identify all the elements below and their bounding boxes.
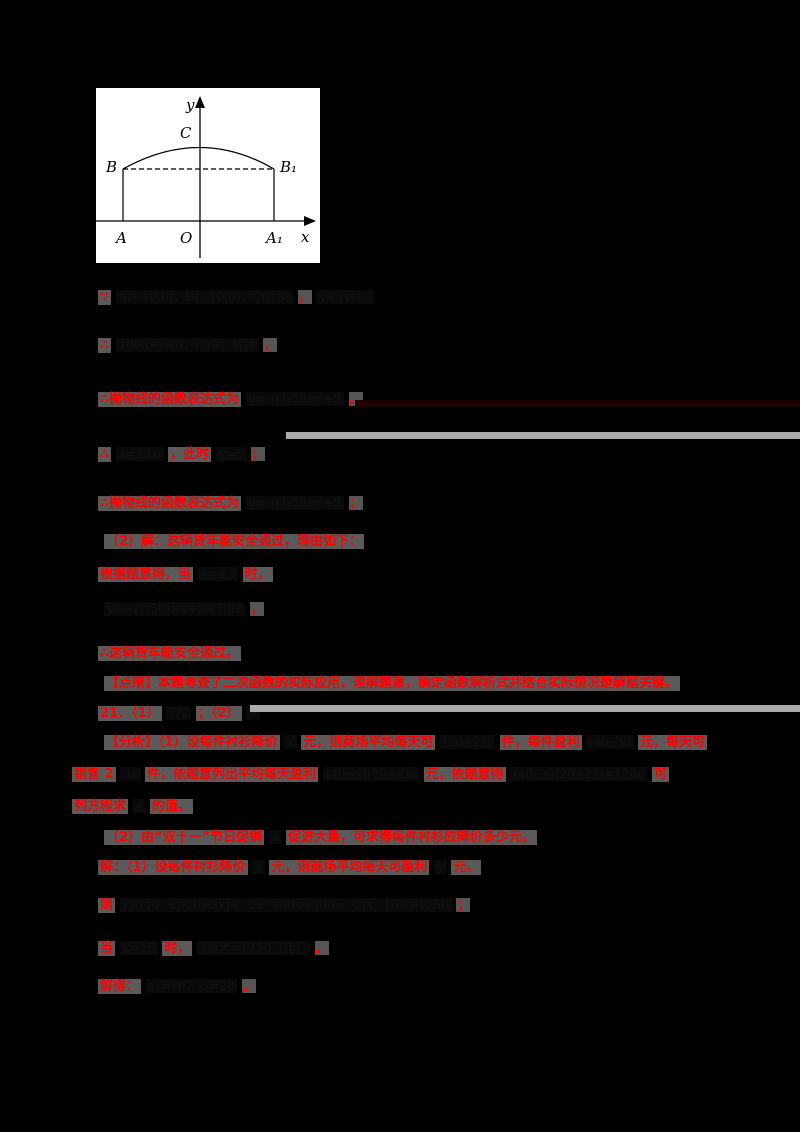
formula: 7/2 xyxy=(166,706,192,720)
formula: (40−x)(20+2x) xyxy=(322,767,420,781)
text: ，此时 xyxy=(168,447,212,462)
formula: y xyxy=(433,860,447,874)
solution-21-line-2: 则 y=(40−x)(20+2x)=−2x²+60x+800=−2(x−15)²… xyxy=(98,894,471,916)
analysis-line-1: 【分析】（1）设每件衬衫降价 x 元，则商场平均每天可 (20+2x) 件，每件… xyxy=(104,731,708,753)
answer-21: 21．（1） 7/2 ；（2） 5 xyxy=(98,702,260,724)
text: ∴ xyxy=(98,338,112,353)
punct: ； xyxy=(250,447,265,461)
solution-line-3: ∴抛物线的函数表达式为 y=−(1/50)x²+8 。 xyxy=(98,388,363,410)
punct: ； xyxy=(348,496,363,510)
text: 元，依题意得 xyxy=(423,767,506,782)
text: 解：（1）设每件衬衫降价 xyxy=(98,860,248,875)
punct: 。 xyxy=(314,941,329,955)
text: 元，则商场平均每天可盈利 xyxy=(269,860,430,875)
svg-text:y: y xyxy=(185,96,195,114)
text: 元，则商场平均每天可 xyxy=(301,735,436,750)
formula: y=6 xyxy=(215,447,247,461)
solution-line-5: ∴抛物线的函数表达式为 y=−(1/50)x²+8 ； xyxy=(98,492,363,514)
svg-text:B: B xyxy=(105,158,117,176)
solution-line-8: y=−(1/50)×9+8=7.82 ， xyxy=(104,598,264,620)
analysis-line-4: （2）由“双十一”节日促销 x 促进大量，可求得每件衬衫应降价多少元。 xyxy=(104,826,537,848)
solution-21-line-4: 解得： x₁=10，x₂=20 。 xyxy=(98,975,256,997)
punct: ； xyxy=(456,898,471,912)
solution-line-2: ∴ 100a+c=6，c=8，解得 ， xyxy=(98,334,278,356)
formula: x=±3 xyxy=(197,567,239,581)
formula: y最大=1250（元） xyxy=(196,941,311,955)
parabola-arch-figure: y x C B B₁ A O A₁ xyxy=(96,88,320,263)
solution-line-4: ∴ x=±10 ，此时 y=6 ； xyxy=(98,443,265,465)
text: 时， xyxy=(162,941,193,956)
text: 元。 xyxy=(451,860,482,875)
analysis-line-2: 销售 2 2x 件，依题意列出平均每天盈利 (40−x)(20+2x) 元，依题… xyxy=(72,763,669,785)
divider xyxy=(286,432,800,439)
formula: x₁=10，x₂=20 xyxy=(145,979,238,993)
formula: y=−(1/50)x²+8 xyxy=(245,392,345,406)
svg-text:B₁: B₁ xyxy=(279,158,297,176)
text: ；（2） xyxy=(196,706,242,721)
text: 21．（1） xyxy=(98,706,162,721)
text: ∴这辆货车能安全通过。 xyxy=(98,646,242,661)
text: 解得： xyxy=(98,979,142,994)
text: 件，依题意列出平均每天盈利 xyxy=(145,767,319,782)
solution-line-6: （2）解：这辆货车能安全通过，理由如下： xyxy=(104,531,365,553)
text: 销售 2 xyxy=(72,767,116,782)
formula: y=−(1/50)×9+8=7.82 xyxy=(104,602,246,616)
text: （2）解：这辆货车能安全通过，理由如下： xyxy=(104,534,365,549)
formula: x xyxy=(268,830,282,844)
formula: x=±10 xyxy=(115,447,164,461)
formula: (40−x) xyxy=(586,735,634,749)
text: 列方程求 xyxy=(72,799,129,814)
svg-text:C: C xyxy=(180,124,192,142)
text: 可 xyxy=(651,767,669,782)
text: ∴抛物线的函数表达式为 xyxy=(98,496,242,511)
text: 则 xyxy=(98,898,116,913)
text: 时， xyxy=(242,567,273,582)
coordinate-diagram: y x C B B₁ A O A₁ xyxy=(96,96,316,258)
formula: y=−(1/50)x²+8 xyxy=(245,496,345,510)
formula: x xyxy=(284,735,297,749)
text: 当 xyxy=(98,941,116,956)
formula: (20+2x) xyxy=(439,735,496,749)
svg-text:x: x xyxy=(301,228,310,246)
svg-text:A₁: A₁ xyxy=(264,229,283,247)
punct: ， xyxy=(263,338,278,352)
solution-line-7: 根据题意得，当 x=±3 时， xyxy=(98,563,273,585)
punct: ， xyxy=(249,602,264,616)
text: 件，每件盈利 xyxy=(499,735,582,750)
text: 【分析】（1）设每件衬衫降价 xyxy=(104,735,280,750)
text: （2）由“双十一”节日促销 xyxy=(104,830,265,845)
solution-line-1: ∵ A(−10,0)，B(−10,6)，C(0,8) ， y=ax²+c xyxy=(98,286,375,308)
analysis-line-3: 列方程求 x 的值。 xyxy=(72,795,193,817)
solution-21-line-1: 解：（1）设每件衬衫降价 x 元，则商场平均每天可盈利 y 元。 xyxy=(98,856,482,878)
comment-line: 【点睛】本题考查了二次函数的实际应用，理解题意，确定函数解析式并结合实际情况是解… xyxy=(104,673,681,695)
solution-21-line-3: 当 x=15 时， y最大=1250（元） 。 xyxy=(98,937,329,959)
formula: x xyxy=(252,860,265,874)
punct: ， xyxy=(297,290,312,304)
formula: 100a+c=6，c=8，解得 xyxy=(115,338,259,352)
formula: x xyxy=(132,799,146,813)
text: ∴ xyxy=(98,447,112,462)
formula: 2x xyxy=(120,767,141,781)
text: ∵ xyxy=(98,290,112,305)
divider xyxy=(250,705,800,712)
divider xyxy=(355,400,800,407)
svg-text:O: O xyxy=(180,229,192,247)
svg-text:A: A xyxy=(114,229,127,247)
formula: y=(40−x)(20+2x)=−2x²+60x+800=−2(x−15)²+1… xyxy=(119,898,452,912)
text: 元，每天可 xyxy=(638,735,708,750)
text: 的值。 xyxy=(149,799,193,814)
text: 促进大量，可求得每件衬衫应降价多少元。 xyxy=(285,830,537,845)
formula: y=ax²+c xyxy=(316,290,375,304)
solution-line-9: ∴这辆货车能安全通过。 xyxy=(98,643,242,665)
formula: A(−10,0)，B(−10,6)，C(0,8) xyxy=(115,290,293,304)
formula: x=15 xyxy=(119,941,158,955)
formula: (40−x)(20+2x)=1200 xyxy=(510,767,648,781)
text: 【点睛】本题考查了二次函数的实际应用，理解题意，确定函数解析式并结合实际情况是解… xyxy=(104,676,681,691)
punct: 。 xyxy=(241,979,256,993)
text: 根据题意得，当 xyxy=(98,567,194,582)
text: ∴抛物线的函数表达式为 xyxy=(98,392,242,407)
